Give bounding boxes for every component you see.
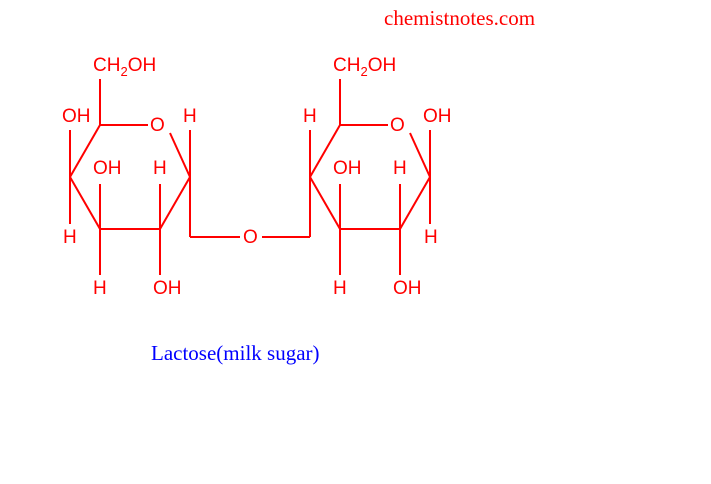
left-ring-oxygen: O bbox=[150, 115, 165, 136]
glycosidic-oxygen: O bbox=[243, 227, 258, 248]
left-c3-top-label: OH bbox=[93, 158, 122, 179]
left-ring-bonds bbox=[69, 79, 240, 275]
right-c2-top-label: H bbox=[393, 158, 407, 179]
left-c4-bottom-label: H bbox=[63, 227, 77, 248]
left-ch2oh-label: CH2OH bbox=[93, 55, 156, 79]
right-c1-bottom-label: H bbox=[424, 227, 438, 248]
right-ring-bonds bbox=[262, 79, 431, 275]
diagram-caption: Lactose(milk sugar) bbox=[151, 341, 320, 365]
right-ring-oxygen: O bbox=[390, 115, 405, 136]
left-c3-bottom-label: H bbox=[93, 278, 107, 299]
right-c3-top-label: OH bbox=[333, 158, 362, 179]
left-c2-bottom-label: OH bbox=[153, 278, 182, 299]
left-c1-top-label: H bbox=[183, 106, 197, 127]
right-c2-bottom-label: OH bbox=[393, 278, 422, 299]
right-ch2oh-label: CH2OH bbox=[333, 55, 396, 79]
right-c3-bottom-label: H bbox=[333, 278, 347, 299]
right-c4-top-label: H bbox=[303, 106, 317, 127]
left-c4-top-label: OH bbox=[62, 106, 91, 127]
site-watermark: chemistnotes.com bbox=[384, 6, 535, 30]
left-c2-top-label: H bbox=[153, 158, 167, 179]
right-c1-top-label: OH bbox=[423, 106, 452, 127]
